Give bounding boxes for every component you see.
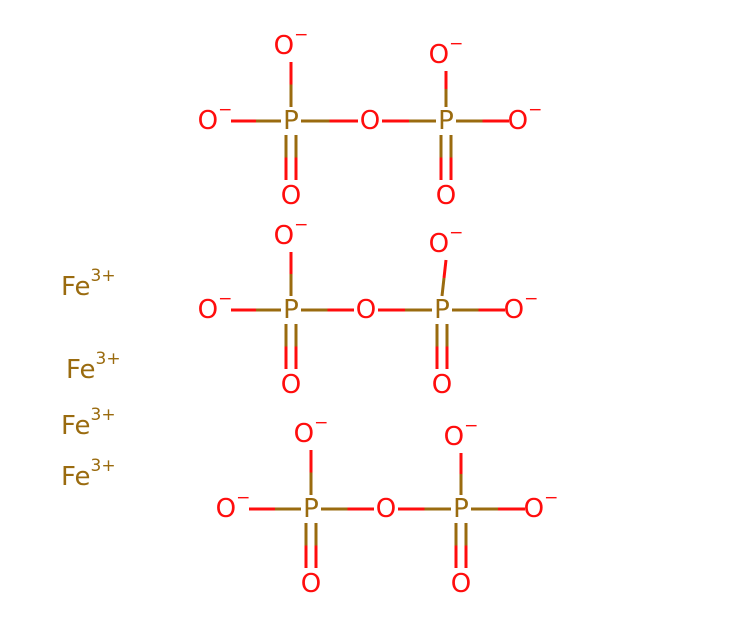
phosphorus-atom: P	[453, 494, 469, 524]
double-bonded-oxygen-atom: O	[281, 181, 301, 211]
iron-symbol: Fe	[66, 355, 96, 385]
oxide-anion: O−	[274, 215, 309, 251]
oxide-anion-charge: −	[464, 416, 478, 436]
oxide-anion: O−	[444, 416, 479, 452]
oxide-anion: O−	[524, 488, 559, 524]
double-bonded-oxygen-atom: O	[451, 569, 471, 599]
oxide-anion-symbol: O	[274, 31, 294, 61]
iron-charge: 3+	[91, 456, 116, 476]
oxide-anion-charge: −	[218, 100, 232, 120]
iron-cation: Fe3+	[61, 266, 116, 302]
oxide-anion: O−	[294, 413, 329, 449]
iron-charge: 3+	[91, 405, 116, 425]
oxide-anion-symbol: O	[429, 40, 449, 70]
oxide-anion-symbol: O	[198, 295, 218, 325]
double-bonded-oxygen-atom: O	[281, 370, 301, 400]
iron-symbol: Fe	[61, 272, 91, 302]
iron-cation: Fe3+	[66, 349, 121, 385]
bridging-oxygen-atom-symbol: O	[356, 295, 376, 325]
bonds-layer	[231, 62, 525, 568]
phosphorus-atom-symbol: P	[283, 106, 299, 136]
oxide-anion: O−	[429, 34, 464, 70]
oxide-anion-symbol: O	[504, 295, 524, 325]
iron-charge: 3+	[91, 266, 116, 286]
oxide-anion: O−	[274, 25, 309, 61]
phosphorus-atom-symbol: P	[283, 295, 299, 325]
oxide-anion-symbol: O	[274, 221, 294, 251]
oxide-anion-symbol: O	[429, 229, 449, 259]
oxide-anion-symbol: O	[294, 419, 314, 449]
oxide-anion-symbol: O	[216, 494, 236, 524]
oxide-anion-charge: −	[528, 100, 542, 120]
oxide-anion: O−	[504, 289, 539, 325]
double-bonded-oxygen-atom-symbol: O	[432, 370, 452, 400]
iron-charge: 3+	[96, 349, 121, 369]
phosphorus-atom: P	[283, 295, 299, 325]
oxide-anion-charge: −	[236, 488, 250, 508]
oxide-anion-charge: −	[294, 25, 308, 45]
double-bonded-oxygen-atom-symbol: O	[436, 181, 456, 211]
oxide-anion: O−	[429, 223, 464, 259]
phosphorus-atom: P	[303, 494, 319, 524]
double-bonded-oxygen-atom-symbol: O	[451, 569, 471, 599]
iron-symbol: Fe	[61, 411, 91, 441]
oxide-anion-symbol: O	[198, 106, 218, 136]
oxide-anion-charge: −	[218, 289, 232, 309]
phosphorus-atom: P	[283, 106, 299, 136]
oxide-anion-charge: −	[524, 289, 538, 309]
oxide-anion-charge: −	[449, 34, 463, 54]
phosphorus-atom-symbol: P	[438, 106, 454, 136]
p-o-single-bond	[442, 259, 448, 279]
oxide-anion-charge: −	[314, 413, 328, 433]
oxide-anion-charge: −	[544, 488, 558, 508]
double-bonded-oxygen-atom-symbol: O	[301, 569, 321, 599]
iron-symbol: Fe	[61, 462, 91, 492]
phosphorus-atom: P	[438, 106, 454, 136]
oxide-anion-symbol: O	[444, 422, 464, 452]
phosphorus-atom: P	[434, 295, 450, 325]
double-bonded-oxygen-atom-symbol: O	[281, 370, 301, 400]
double-bonded-oxygen-atom: O	[432, 370, 452, 400]
double-bonded-oxygen-atom: O	[436, 181, 456, 211]
oxide-anion: O−	[508, 100, 543, 136]
phosphorus-atom-symbol: P	[303, 494, 319, 524]
double-bonded-oxygen-atom-symbol: O	[281, 181, 301, 211]
oxide-anion: O−	[216, 488, 251, 524]
oxide-anion-symbol: O	[524, 494, 544, 524]
oxide-anion-charge: −	[449, 223, 463, 243]
bridging-oxygen-atom-symbol: O	[376, 494, 396, 524]
bridging-oxygen-atom-symbol: O	[360, 106, 380, 136]
oxide-anion-symbol: O	[508, 106, 528, 136]
oxide-anion-charge: −	[294, 215, 308, 235]
bridging-oxygen-atom: O	[360, 106, 380, 136]
iron-cation: Fe3+	[61, 405, 116, 441]
oxide-anion: O−	[198, 100, 233, 136]
double-bonded-oxygen-atom: O	[301, 569, 321, 599]
p-o-single-bond	[440, 277, 446, 297]
bridging-oxygen-atom: O	[356, 295, 376, 325]
bridging-oxygen-atom: O	[376, 494, 396, 524]
phosphorus-atom-symbol: P	[453, 494, 469, 524]
oxide-anion: O−	[198, 289, 233, 325]
iron-cation: Fe3+	[61, 456, 116, 492]
phosphorus-atom-symbol: P	[434, 295, 450, 325]
